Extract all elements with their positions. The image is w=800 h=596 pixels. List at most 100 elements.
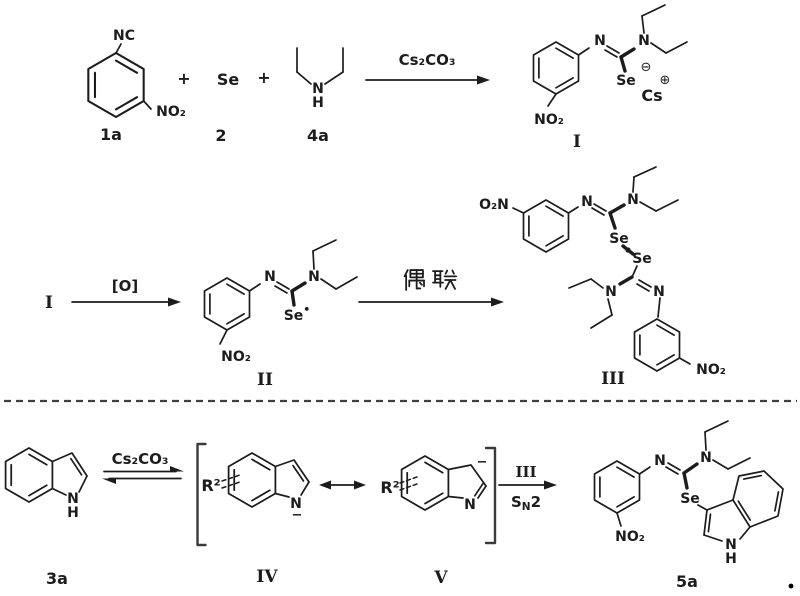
benzene-ring bbox=[532, 41, 580, 95]
bonds bbox=[274, 459, 310, 498]
benzene-ring-bottom bbox=[633, 318, 681, 372]
atom-label-cs: Cs bbox=[641, 86, 662, 105]
atom-label-nitro-bottom: NO₂ bbox=[696, 362, 726, 378]
molecule-III-diselenide: O₂N N N Se Se N N NO₂ III bbox=[479, 166, 726, 389]
negative-charge: − bbox=[292, 508, 303, 523]
benzo-ring bbox=[227, 452, 277, 508]
benzene-ring-top bbox=[522, 199, 570, 253]
compound-label-I: I bbox=[573, 132, 581, 152]
plus-sign: + bbox=[257, 68, 270, 87]
plus-sign: + bbox=[177, 69, 190, 88]
compound-label-III: III bbox=[601, 369, 625, 389]
atom-label-se-radical: Se• bbox=[284, 303, 311, 324]
molecule-4a-diethylamine: N H 4a bbox=[296, 47, 344, 145]
atom-label-amine-n: N bbox=[700, 450, 712, 466]
bonds bbox=[296, 47, 344, 85]
se-se-bond-dot bbox=[625, 247, 631, 253]
atom-label-imine-n-bottom: N bbox=[653, 284, 665, 300]
se-text: Se bbox=[284, 308, 304, 324]
negative-charge-icon: ⊖ bbox=[641, 60, 652, 75]
compound-label-1a: 1a bbox=[100, 125, 122, 144]
bonds bbox=[219, 239, 358, 345]
benzene-ring bbox=[203, 277, 251, 331]
reagent-cs2co3: Cs₂CO₃ bbox=[399, 51, 456, 69]
left-bracket bbox=[196, 442, 207, 547]
atom-label-se: Se bbox=[680, 491, 700, 507]
atom-label-n: N bbox=[67, 491, 79, 507]
coupling-text-ou-lian bbox=[403, 269, 457, 291]
mechanism-sn2: SN2 bbox=[511, 493, 541, 513]
molecule-I-selenourea-cesium-salt: N N Se ⊖ ⊕ Cs NO₂ I bbox=[532, 4, 688, 152]
arrowhead-right bbox=[354, 480, 366, 490]
compound-label-2: 2 bbox=[215, 126, 226, 145]
atom-label-h: H bbox=[67, 505, 79, 521]
atom-label-amine-n: N bbox=[308, 269, 320, 285]
atom-label-indole-n: N bbox=[725, 537, 737, 553]
aryl-ring bbox=[593, 460, 641, 514]
atom-label-imine-n: N bbox=[594, 33, 606, 49]
reaction-arrow-oxidation: [O] bbox=[71, 277, 181, 307]
right-bracket bbox=[484, 446, 497, 545]
radical-dot: • bbox=[303, 303, 310, 316]
atom-label-isocyanide: NC bbox=[113, 28, 135, 44]
compound-label-IV: IV bbox=[256, 567, 278, 587]
atom-label-se-bottom: Se bbox=[632, 251, 652, 267]
atom-label-amine-n: N bbox=[638, 33, 650, 49]
bonds bbox=[547, 4, 688, 107]
arrowhead bbox=[477, 75, 490, 85]
atom-label-nitro-top: O₂N bbox=[479, 197, 509, 213]
variable-bond-hash bbox=[399, 476, 418, 484]
bonds bbox=[616, 420, 784, 542]
negative-charge: − bbox=[477, 455, 488, 470]
atom-label-nitro: NO₂ bbox=[534, 112, 564, 128]
compound-label-3a: 3a bbox=[46, 569, 68, 588]
atom-label-imine-n-top: N bbox=[581, 194, 593, 210]
molecule-5a-product: N N Se NO₂ N H 5a bbox=[593, 420, 784, 591]
molecule-1a: NC NO₂ 1a bbox=[87, 28, 186, 144]
atom-label-amine-n-bottom: N bbox=[605, 284, 617, 300]
atom-label-n: N bbox=[312, 81, 324, 97]
atom-label-imine-n: N bbox=[654, 453, 666, 469]
reagent-oxidant: [O] bbox=[112, 277, 138, 295]
molecule-3a-indole: N H 3a bbox=[4, 447, 88, 588]
atom-label-nitro: NO₂ bbox=[156, 104, 186, 120]
compound-label-V: V bbox=[433, 568, 448, 588]
sn2-two: 2 bbox=[531, 493, 541, 511]
selenium-formula: Se bbox=[217, 70, 240, 89]
atom-label-n: N bbox=[290, 496, 302, 512]
molecule-2-selenium: Se 2 bbox=[215, 70, 239, 145]
reaction-arrow-1: Cs₂CO₃ bbox=[365, 51, 490, 85]
bonds bbox=[512, 166, 691, 365]
r2-substituent: R² bbox=[380, 478, 399, 497]
cjk-period bbox=[788, 583, 794, 589]
bonds bbox=[447, 464, 487, 499]
sn2-subscript-n: N bbox=[522, 501, 531, 513]
atom-label-nitro: NO₂ bbox=[615, 529, 645, 545]
reagent-III: III bbox=[515, 463, 536, 481]
atom-label-indole-h: H bbox=[725, 551, 737, 567]
atom-label-nitro: NO₂ bbox=[221, 349, 251, 365]
variable-bond-hash bbox=[221, 481, 241, 489]
molecule-V-carbanion: R² − N V bbox=[380, 455, 487, 588]
variable-bond-hash bbox=[221, 474, 241, 482]
harpoon-left bbox=[102, 478, 116, 484]
molecule-II-selenium-radical: N N Se• NO₂ II bbox=[203, 239, 358, 390]
arrowhead-left bbox=[319, 480, 331, 490]
reaction-arrow-sn2: III SN2 bbox=[498, 463, 557, 513]
sn2-s: S bbox=[511, 493, 522, 511]
molecule-IV-indolyl-anion: R² N − IV bbox=[201, 452, 310, 587]
resonance-arrow bbox=[319, 480, 366, 490]
reactant-label-I: I bbox=[45, 293, 53, 313]
variable-bond-hash bbox=[399, 483, 418, 491]
harpoon-right bbox=[170, 466, 184, 472]
arrowhead bbox=[544, 480, 557, 490]
compound-label-4a: 4a bbox=[307, 126, 329, 145]
atom-label-h: H bbox=[312, 95, 324, 111]
bonds bbox=[115, 43, 152, 110]
benzo-ring bbox=[400, 455, 450, 511]
atom-label-se: Se bbox=[616, 73, 636, 89]
reaction-arrow-coupling bbox=[358, 269, 504, 307]
bonds bbox=[51, 452, 88, 496]
